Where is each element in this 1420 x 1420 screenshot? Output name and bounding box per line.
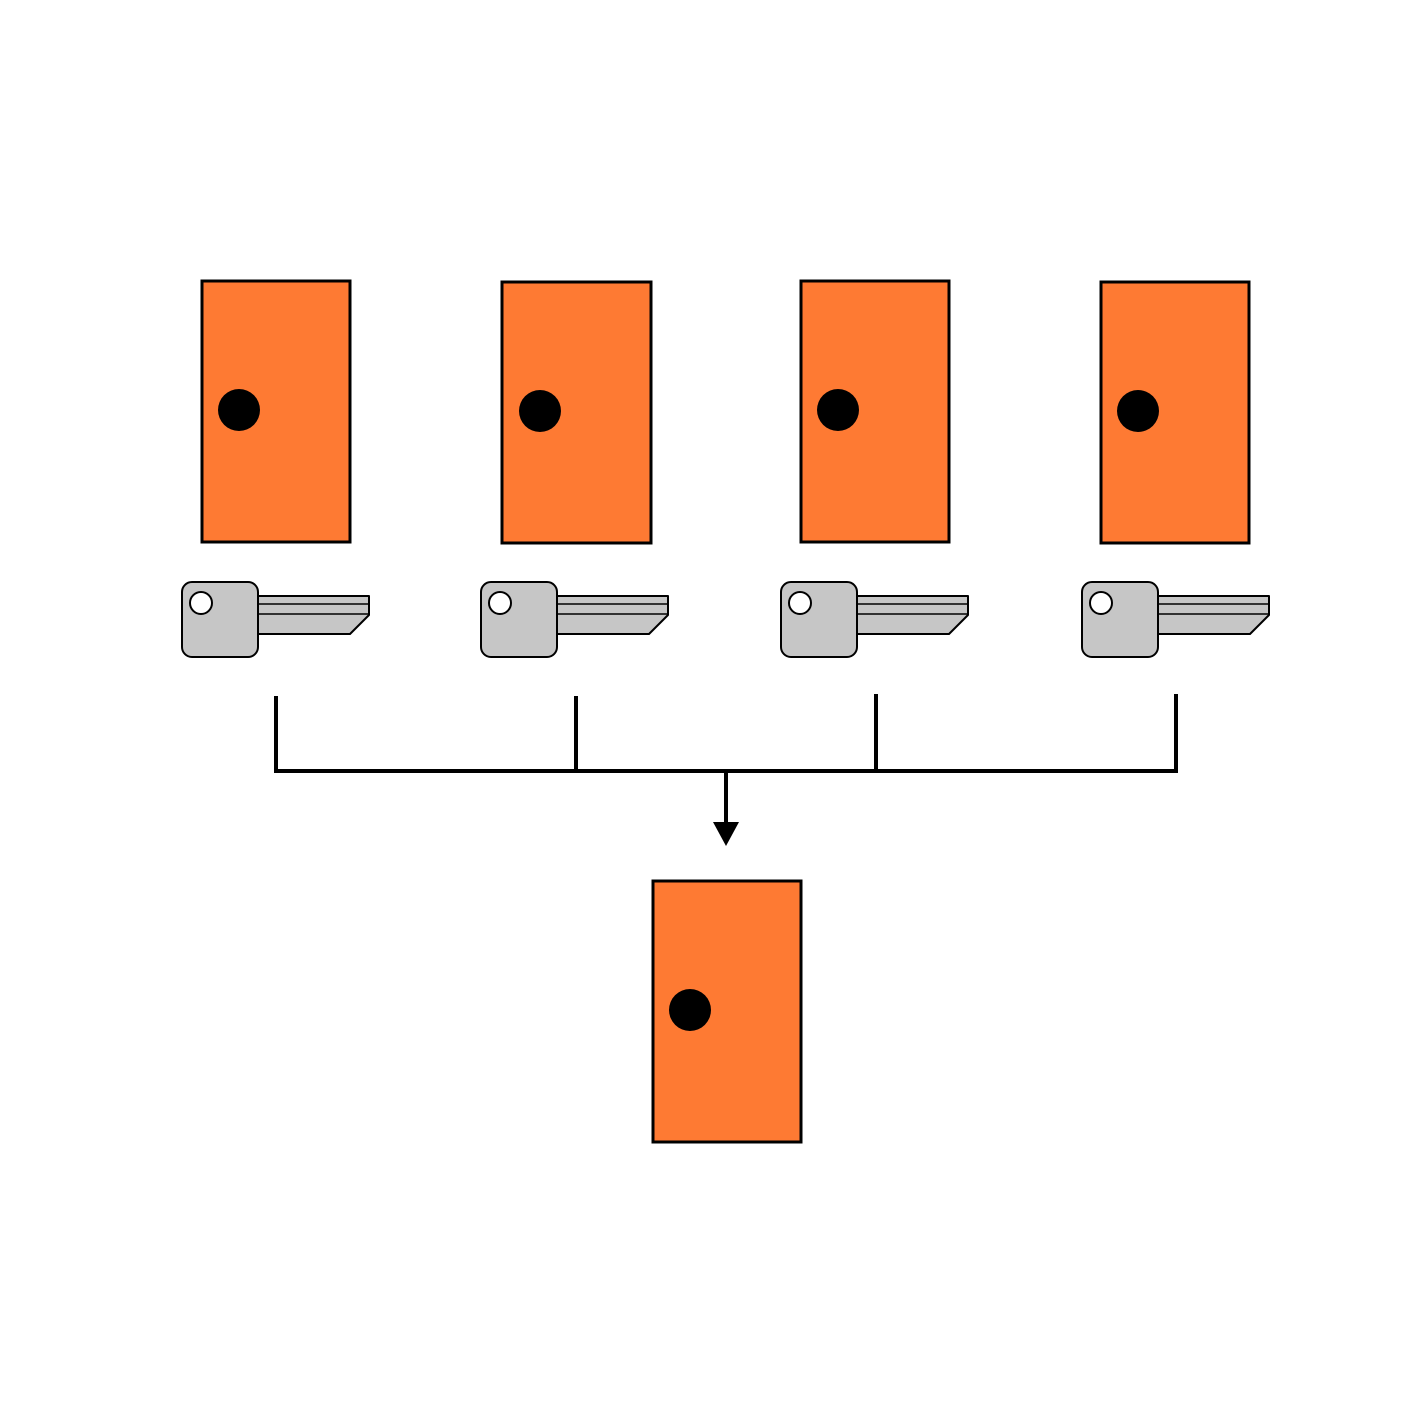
connector-bracket: [274, 694, 1178, 773]
arrow-down-icon: [713, 771, 739, 846]
key-icon: [780, 581, 969, 658]
door-icon: [500, 280, 653, 545]
door-row: [200, 279, 1251, 545]
key-row: [181, 581, 1270, 658]
door-icon: [200, 279, 352, 544]
door-icon: [799, 279, 951, 544]
key-icon: [181, 581, 370, 658]
key-icon: [480, 581, 669, 658]
key-icon: [1081, 581, 1270, 658]
door-icon: [1099, 280, 1251, 545]
result-door-icon: [651, 879, 803, 1144]
